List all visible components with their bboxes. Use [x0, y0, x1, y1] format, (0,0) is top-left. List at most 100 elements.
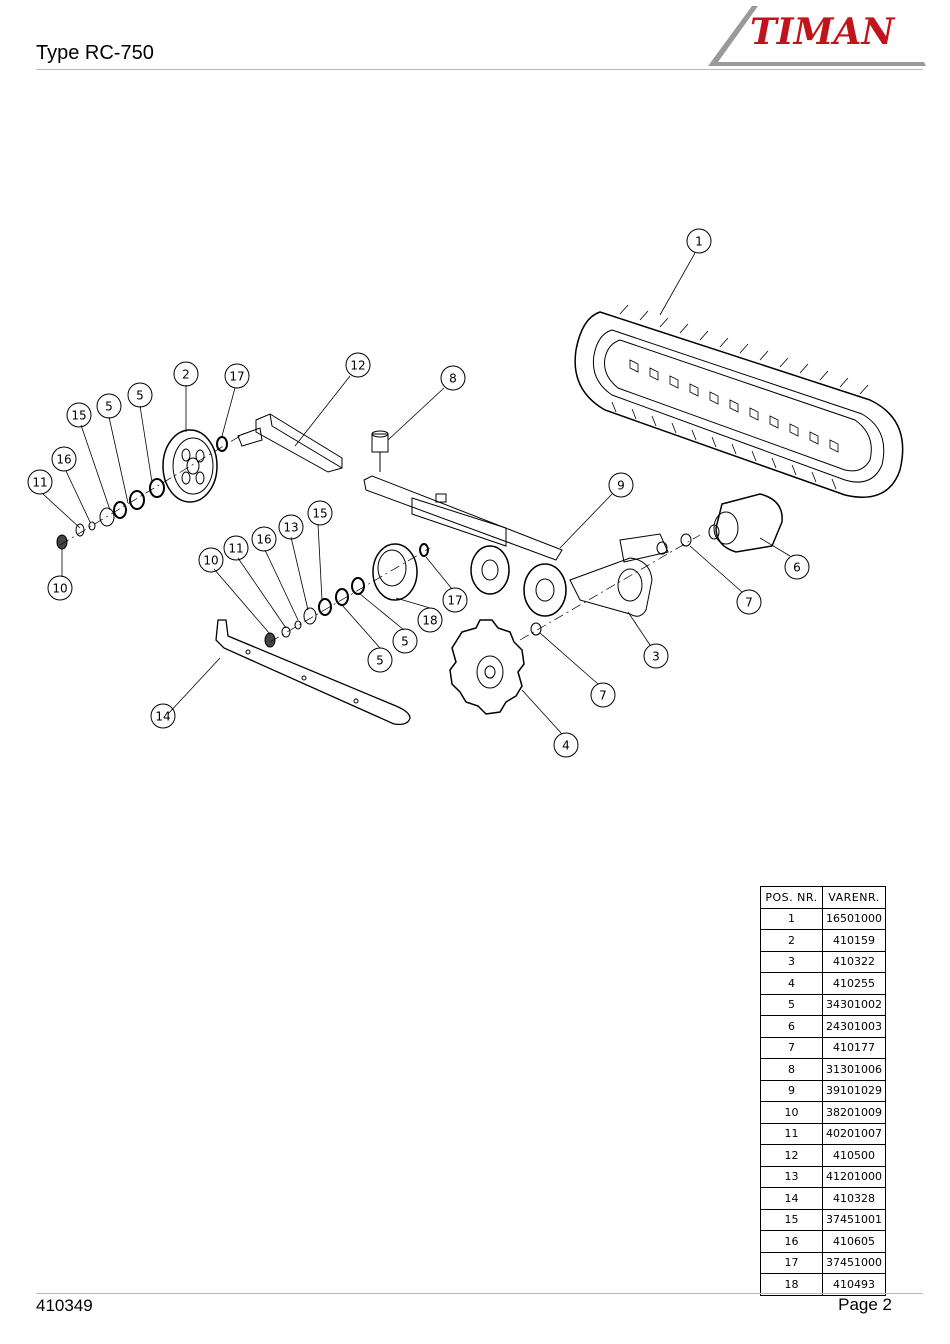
rubber-track-shape [574, 304, 904, 498]
drive-sprocket-shape [449, 619, 542, 715]
left-hardware-shapes [56, 436, 228, 550]
track-roller-shapes [372, 543, 567, 617]
varenr-cell: 410322 [822, 950, 886, 973]
varenr-cell: 410493 [822, 1273, 886, 1296]
pos-nr-cell: 5 [760, 993, 823, 1016]
callout-2: 2 [173, 361, 199, 387]
pos-nr-cell: 16 [760, 1230, 823, 1253]
pos-nr-cell: 11 [760, 1122, 823, 1145]
svg-text:5: 5 [401, 635, 409, 649]
axle-shape [237, 413, 343, 473]
callout-11b: 11 [223, 535, 249, 561]
callout-15a: 15 [66, 402, 92, 428]
svg-text:2: 2 [182, 368, 190, 382]
varenr-cell: 410177 [822, 1036, 886, 1059]
svg-text:15: 15 [71, 409, 86, 423]
header-rule [36, 69, 923, 70]
svg-text:5: 5 [376, 654, 384, 668]
pos-nr-cell: 14 [760, 1187, 823, 1210]
callout-7a: 7 [736, 589, 762, 615]
varenr-cell: 39101029 [822, 1079, 886, 1102]
pos-nr-cell: 2 [760, 929, 823, 952]
varenr-cell: 38201009 [822, 1101, 886, 1124]
footer-rule [36, 1293, 923, 1294]
varenr-cell: 410328 [822, 1187, 886, 1210]
svg-text:12: 12 [350, 359, 365, 373]
svg-text:16: 16 [256, 533, 271, 547]
varenr-cell: 410255 [822, 972, 886, 995]
callout-6: 6 [784, 554, 810, 580]
svg-text:3: 3 [652, 650, 660, 664]
callout-16b: 16 [251, 526, 277, 552]
hydraulic-motor-shape [680, 493, 783, 553]
callout-12: 12 [345, 352, 371, 378]
svg-text:10: 10 [52, 582, 67, 596]
callout-10b: 10 [198, 547, 224, 573]
timan-logo: TIMAN [708, 6, 926, 66]
callout-10a: 10 [47, 575, 73, 601]
callout-14: 14 [150, 703, 176, 729]
callout-15b: 15 [307, 500, 333, 526]
svg-text:11: 11 [228, 542, 243, 556]
callout-7b: 7 [590, 682, 616, 708]
svg-text:17: 17 [229, 370, 244, 384]
callout-5b: 5 [96, 393, 122, 419]
varenr-cell: 24301003 [822, 1015, 886, 1038]
pos-nr-cell: 13 [760, 1165, 823, 1188]
pos-nr-cell: 10 [760, 1101, 823, 1124]
svg-text:13: 13 [283, 521, 298, 535]
svg-text:10: 10 [203, 554, 218, 568]
varenr-cell: 40201007 [822, 1122, 886, 1145]
varenr-cell: 31301006 [822, 1058, 886, 1081]
callout-13: 13 [278, 514, 304, 540]
center-lines [59, 432, 701, 643]
pos-nr-cell: 8 [760, 1058, 823, 1081]
varenr-cell: 34301002 [822, 993, 886, 1016]
callout-4: 4 [553, 732, 579, 758]
leader-lines [42, 252, 791, 735]
skid-plate-shape [215, 619, 411, 726]
pos-nr-cell: 9 [760, 1079, 823, 1102]
callout-5c: 5 [392, 628, 418, 654]
pos-nr-cell: 7 [760, 1036, 823, 1059]
callout-9: 9 [608, 472, 634, 498]
svg-text:8: 8 [449, 372, 457, 386]
varenr-cell: 37451001 [822, 1208, 886, 1231]
svg-text:11: 11 [32, 476, 47, 490]
document-number: 410349 [36, 1296, 93, 1315]
svg-text:7: 7 [599, 689, 607, 703]
parts-table-header: POS. NR. VARENR. [760, 886, 886, 909]
column-header-varenr: VARENR. [822, 886, 886, 909]
grease-fitting-shape [371, 430, 389, 472]
svg-text:9: 9 [617, 479, 625, 493]
column-header-pos: POS. NR. [760, 886, 823, 909]
document-title: Type RC-750 [36, 42, 154, 64]
svg-text:6: 6 [793, 561, 801, 575]
varenr-cell: 41201000 [822, 1165, 886, 1188]
pos-nr-cell: 18 [760, 1273, 823, 1296]
callout-bubbles: 1 2 3 4 5 5 5 5 6 7 7 8 9 10 10 11 11 12… [27, 228, 810, 758]
callout-11a: 11 [27, 469, 53, 495]
idler-wheel-shape [162, 429, 218, 503]
svg-text:15: 15 [312, 507, 327, 521]
varenr-cell: 410500 [822, 1144, 886, 1167]
callout-18: 18 [417, 607, 443, 633]
callout-5d: 5 [367, 647, 393, 673]
svg-text:14: 14 [155, 710, 170, 724]
